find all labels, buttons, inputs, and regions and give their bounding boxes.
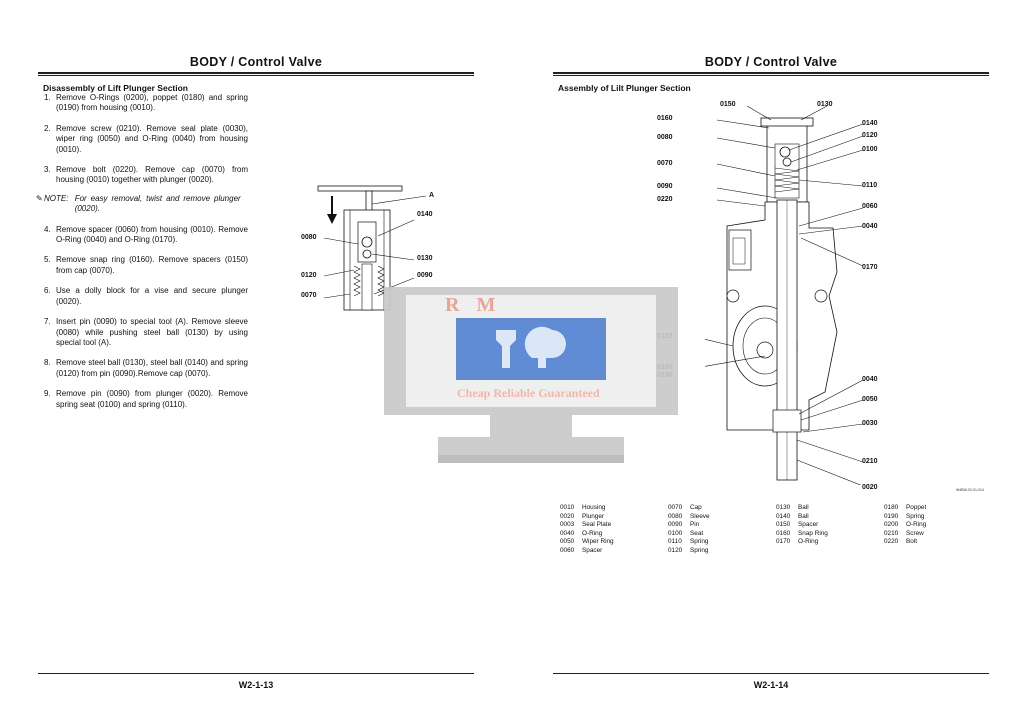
step-item: 8.Remove steel ball (0130), steel ball (… bbox=[44, 358, 248, 378]
callout-0070: 0070 bbox=[657, 160, 673, 167]
callout-0080: 0080 bbox=[657, 134, 673, 141]
left-page-number: W2-1-13 bbox=[238, 680, 274, 690]
callout-0120: 0120 bbox=[301, 272, 317, 279]
callout-0020: 0020 bbox=[862, 484, 878, 491]
callout-0040-upper: 0040 bbox=[862, 223, 878, 230]
header-rule bbox=[38, 72, 474, 74]
step-item: 7.Insert pin (0090) to special tool (A).… bbox=[44, 317, 248, 347]
step-item: 1.Remove O-Rings (0200), poppet (0180) a… bbox=[44, 93, 248, 113]
callout-0170: 0170 bbox=[862, 264, 878, 271]
callout-0050: 0050 bbox=[862, 396, 878, 403]
right-page: BODY / Control Valve Assembly of Lilt Pl… bbox=[515, 0, 1029, 724]
callout-0060: 0060 bbox=[862, 203, 878, 210]
callout-0150: 0150 bbox=[720, 101, 736, 108]
callout-0160: 0160 bbox=[657, 115, 673, 122]
callout-0140: 0140 bbox=[862, 120, 878, 127]
step-item: 6.Use a dolly block for a vise and secur… bbox=[44, 286, 248, 306]
assembly-figure bbox=[705, 105, 864, 485]
right-page-number: W2-1-14 bbox=[753, 680, 789, 690]
callout-0030: 0030 bbox=[862, 420, 878, 427]
callout-0040-lower: 0040 bbox=[862, 376, 878, 383]
callout-0140: 0140 bbox=[417, 211, 433, 218]
disassembly-steps: 1.Remove O-Rings (0200), poppet (0180) a… bbox=[36, 93, 248, 420]
footer-rule bbox=[553, 673, 989, 674]
left-page: BODY / Control Valve Disassembly of Lift… bbox=[0, 0, 514, 724]
callout-0070: 0070 bbox=[301, 292, 317, 299]
right-page-header: BODY / Control Valve bbox=[704, 55, 838, 69]
step-item: 3.Remove bolt (0220). Remove cap (0070) … bbox=[44, 165, 248, 185]
step-item: 5.Remove snap ring (0160). Remove spacer… bbox=[44, 255, 248, 275]
callout-0130: 0130 bbox=[417, 255, 433, 262]
callout-0090: 0090 bbox=[417, 272, 433, 279]
callout-0090: 0090 bbox=[657, 183, 673, 190]
watermark-brand: R M bbox=[445, 294, 502, 316]
callout-0110-upper: 0110 bbox=[862, 182, 878, 189]
callout-0210: 0210 bbox=[862, 458, 878, 465]
step-item: 4.Remove spacer (0060) from housing (001… bbox=[44, 224, 248, 245]
note-icon: ✎ bbox=[36, 193, 43, 203]
callout-0080: 0080 bbox=[301, 234, 317, 241]
callout-0100: 0100 bbox=[862, 146, 878, 153]
watermark-tagline: Cheap Reliable Guaranteed bbox=[457, 386, 600, 400]
header-rule-thin bbox=[553, 75, 989, 76]
callout-0220: 0220 bbox=[657, 196, 673, 203]
figure-id: W4BW-02-01-014 bbox=[956, 488, 984, 492]
step-item: 2.Remove screw (0210). Remove seal plate… bbox=[44, 123, 248, 154]
note: ✎NOTE: For easy removal, twist and remov… bbox=[36, 193, 241, 214]
callout-a: A bbox=[429, 192, 435, 199]
step-item: 9.Remove pin (0090) from plunger (0020).… bbox=[44, 389, 248, 409]
left-page-header: BODY / Control Valve bbox=[189, 55, 323, 69]
section-title: Disassembly of Lift Plunger Section bbox=[43, 83, 189, 93]
header-rule-thin bbox=[38, 75, 474, 76]
callout-0130: 0130 bbox=[817, 101, 833, 108]
disassembly-figure bbox=[317, 185, 427, 311]
header-rule bbox=[553, 72, 989, 74]
section-title: Assembly of Lilt Plunger Section bbox=[558, 83, 691, 93]
watermark-logo-icon bbox=[456, 318, 606, 380]
callout-0120: 0120 bbox=[862, 132, 878, 139]
footer-rule bbox=[38, 673, 474, 674]
